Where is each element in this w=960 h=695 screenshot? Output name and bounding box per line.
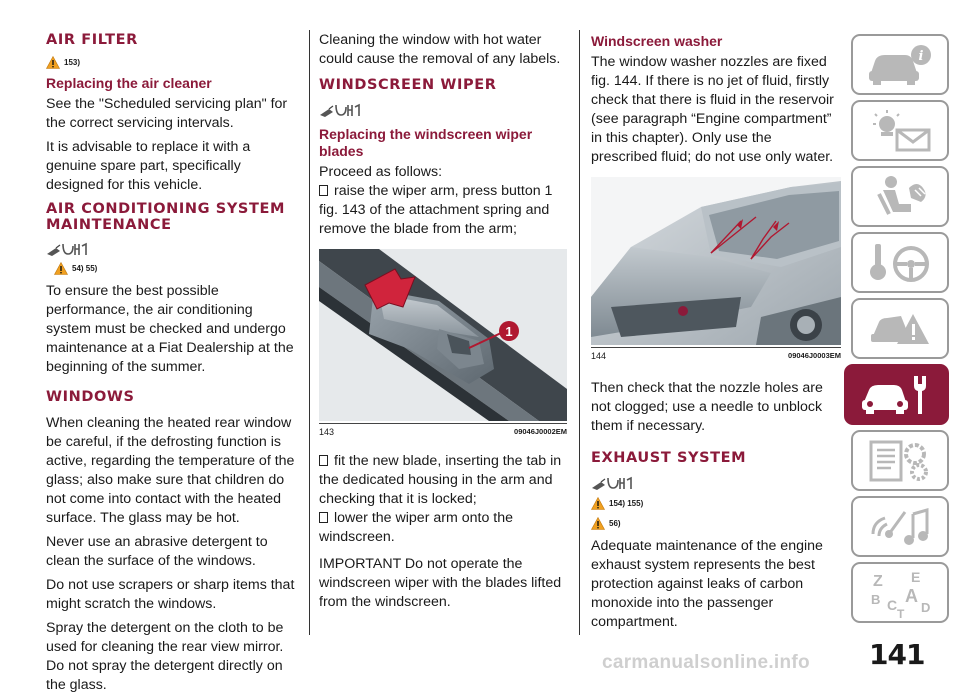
section-title-windscreen-wiper: WINDSCREEN WIPER [319, 77, 497, 93]
body-text: It is advisable to replace it with a gen… [46, 139, 251, 193]
section-title-air-conditioning: AIR CONDITIONING SYSTEM MAINTENANCE [46, 201, 286, 233]
key-steering-wheel-icon [870, 243, 929, 282]
list-gear-icon [869, 440, 928, 481]
figure-caption: 144 09046J0003EM [591, 347, 841, 363]
column-divider [309, 30, 310, 635]
callout-label: 1 [505, 324, 512, 339]
subsection-title-replacing-air-cleaner: Replacing the air cleaner [46, 75, 212, 91]
bullet-text: lower the wiper arm onto the windscreen. [319, 510, 514, 545]
bullet-text: raise the wiper arm, press button 1 fig.… [319, 183, 553, 237]
body-text: When cleaning the heated rear window be … [46, 415, 295, 526]
tab-technical-data[interactable] [851, 430, 949, 491]
tab-warning-lights[interactable] [851, 100, 949, 161]
checkbox-bullet-icon [319, 512, 328, 523]
car-info-icon: i [869, 44, 931, 85]
watermark: carmanualsonline.info [602, 652, 810, 673]
environment-care-icon [320, 103, 360, 117]
subsection-title-replacing-blades: Replacing the windscreen wiper blades [319, 126, 533, 159]
environment-care-icon [592, 476, 632, 490]
tab-emergency[interactable] [851, 298, 949, 359]
body-text: IMPORTANT Do not operate the windscreen … [319, 556, 562, 610]
body-text: To ensure the best possible performance,… [46, 283, 294, 375]
tab-safety[interactable] [851, 166, 949, 227]
svg-text:A: A [905, 586, 918, 606]
tab-multimedia[interactable] [851, 496, 949, 557]
warning-triangle-icon [46, 55, 60, 69]
alphabet-index-icon: Z E B A C D T [871, 569, 930, 618]
warning-ref-number: 153) [64, 57, 81, 67]
wiper-blade-illustration: 1 [319, 249, 567, 421]
column-divider [579, 30, 580, 635]
tab-servicing-care[interactable] [844, 364, 949, 425]
svg-text:i: i [919, 49, 924, 64]
car-washer-illustration [591, 177, 841, 345]
page-number: 141 [869, 638, 925, 671]
warning-light-envelope-icon [873, 109, 931, 151]
svg-text:Z: Z [873, 573, 883, 590]
checkbox-bullet-icon [319, 185, 328, 196]
body-text: Cleaning the window with hot water could… [319, 32, 561, 67]
car-crash-warning-icon [871, 313, 929, 344]
section-title-air-filter: AIR FILTER [46, 32, 138, 48]
svg-text:D: D [921, 600, 930, 615]
tab-car-info[interactable]: i [851, 34, 949, 95]
figure-number: 143 [319, 427, 335, 437]
svg-text:B: B [871, 592, 880, 607]
antenna-music-icon [871, 507, 929, 545]
bullet-item: fit the new blade, inserting the tab in … [319, 452, 567, 509]
car-wrench-icon [861, 375, 926, 414]
warning-triangle-icon [54, 261, 68, 275]
tab-starting-driving[interactable] [851, 232, 949, 293]
figure-code: 09046J0003EM [788, 351, 841, 360]
section-title-exhaust-system: EXHAUST SYSTEM [591, 450, 747, 466]
warning-triangle-icon [591, 516, 605, 530]
figure-143: 1 143 09046J0002EM [319, 249, 567, 439]
column-middle: Cleaning the window with hot water could… [319, 31, 567, 612]
figure-code: 09046J0002EM [514, 427, 567, 436]
svg-text:C: C [887, 597, 897, 613]
environment-care-icon [47, 242, 87, 256]
svg-text:T: T [897, 607, 905, 618]
warning-triangle-icon [591, 496, 605, 510]
section-title-windows: WINDOWS [46, 389, 135, 405]
body-text: Spray the detergent on the cloth to be u… [46, 620, 284, 693]
figure-144: 144 09046J0003EM [591, 177, 841, 363]
body-text: Then check that the nozzle holes are not… [591, 380, 823, 434]
warning-ref-number: 154) 155) [609, 498, 644, 508]
column-left: AIR FILTER 153) Replacing the air cleane… [46, 28, 298, 695]
figure-number: 144 [591, 351, 607, 361]
body-text: Proceed as follows: [319, 164, 443, 180]
warning-reference: 153) [46, 54, 298, 70]
warning-ref-number: 54) 55) [72, 263, 98, 273]
warning-reference: 154) 155) [591, 495, 841, 511]
bullet-item: raise the wiper arm, press button 1 fig.… [319, 182, 567, 239]
svg-text:E: E [911, 569, 920, 585]
tab-index[interactable]: Z E B A C D T [851, 562, 949, 623]
body-text: See the "Scheduled servicing plan" for t… [46, 96, 288, 131]
bullet-text: fit the new blade, inserting the tab in … [319, 453, 562, 507]
warning-reference: 54) 55) [54, 260, 298, 276]
body-text: Do not use scrapers or sharp items that … [46, 577, 295, 612]
bullet-item: lower the wiper arm onto the windscreen. [319, 509, 567, 547]
body-text: The window washer nozzles are fixed fig.… [591, 54, 834, 165]
column-right: Windscreen washer The window washer nozz… [591, 33, 841, 632]
warning-ref-number: 56) [609, 518, 621, 528]
body-text: Never use an abrasive detergent to clean… [46, 534, 268, 569]
checkbox-bullet-icon [319, 455, 328, 466]
warning-reference: 56) [591, 515, 841, 531]
figure-caption: 143 09046J0002EM [319, 423, 567, 439]
subsection-title-windscreen-washer: Windscreen washer [591, 33, 723, 49]
seat-airbag-icon [877, 175, 926, 215]
body-text: Adequate maintenance of the engine exhau… [591, 538, 823, 630]
